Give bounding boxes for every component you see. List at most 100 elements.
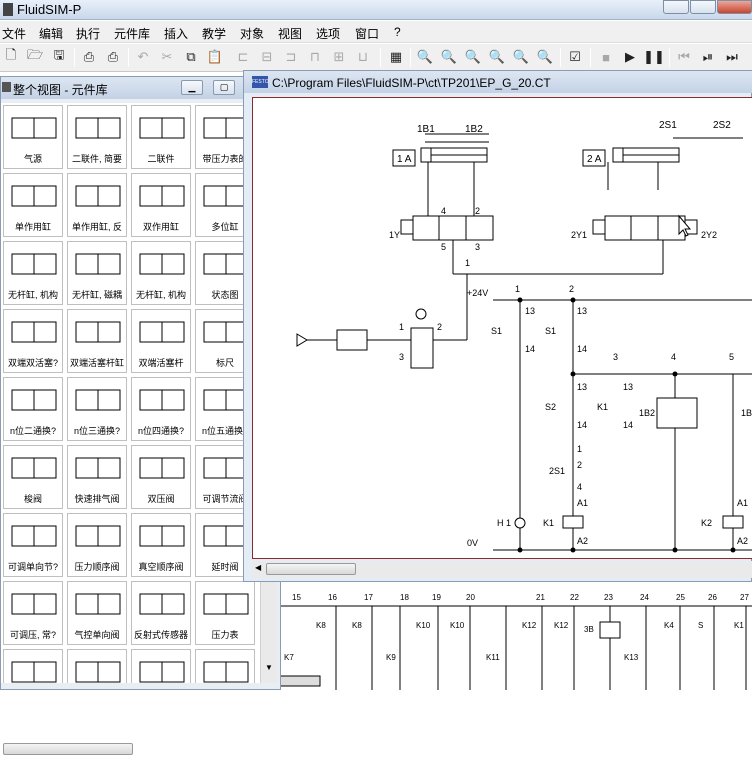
- bg-col-label: 26: [708, 593, 717, 602]
- library-item[interactable]: n位二通换?: [3, 377, 63, 441]
- circuit-horizontal-scrollbar[interactable]: ◀: [252, 561, 752, 578]
- bg-relay-label: K8: [316, 621, 326, 630]
- library-item[interactable]: 可调单向节?: [3, 513, 63, 577]
- library-item[interactable]: 双端活塞杆缸: [67, 309, 127, 373]
- print-icon[interactable]: ⎙: [107, 49, 119, 64]
- menu-teaching[interactable]: 教学: [202, 27, 227, 41]
- library-item[interactable]: 反射式传感器: [131, 581, 191, 645]
- zoom-out-icon[interactable]: 🔍: [536, 49, 554, 64]
- library-item-label: 状态图: [211, 290, 239, 300]
- library-item[interactable]: [3, 649, 63, 683]
- zoom-in-icon[interactable]: 🔍: [512, 49, 530, 64]
- library-maximize-button[interactable]: ▢: [213, 80, 235, 95]
- library-item[interactable]: 气控单向阀: [67, 581, 127, 645]
- align-center-icon[interactable]: ⊟: [261, 49, 273, 64]
- library-item[interactable]: 双压阀: [131, 445, 191, 509]
- pause-icon[interactable]: ❚❚: [643, 49, 665, 64]
- menu-file[interactable]: 文件: [2, 27, 27, 41]
- library-item-label: 压力表: [211, 630, 239, 640]
- library-item[interactable]: 单作用缸: [3, 173, 63, 237]
- menu-window[interactable]: 窗口: [355, 27, 380, 41]
- stop-icon[interactable]: ■: [602, 49, 610, 65]
- new-icon[interactable]: 🗋: [5, 47, 17, 62]
- forward-icon[interactable]: ⏭: [726, 49, 738, 64]
- library-item[interactable]: 无杆缸, 机构: [131, 241, 191, 305]
- menu-view[interactable]: 视图: [278, 27, 303, 41]
- circuit-scroll-thumb[interactable]: [266, 563, 356, 575]
- minimize-button[interactable]: [663, 0, 689, 14]
- library-item[interactable]: [67, 649, 127, 683]
- library-item[interactable]: [131, 649, 191, 683]
- label-a1: A1: [577, 498, 588, 508]
- library-item[interactable]: [195, 649, 255, 683]
- library-item[interactable]: 双端活塞杆: [131, 309, 191, 373]
- copy-icon[interactable]: ⧉: [186, 49, 196, 64]
- library-item[interactable]: n位四通换?: [131, 377, 191, 441]
- app-logo-icon: [3, 3, 13, 16]
- library-item[interactable]: 气源: [3, 105, 63, 169]
- menu-help[interactable]: ?: [394, 25, 401, 39]
- maximize-button[interactable]: [690, 0, 716, 14]
- label-col-1: 1: [515, 284, 520, 294]
- zoom-area-icon[interactable]: 🔍: [488, 49, 506, 64]
- bg-col-label: 25: [676, 593, 685, 602]
- cylinder-2a: [582, 137, 743, 190]
- preview-icon[interactable]: ⎙: [83, 49, 95, 64]
- check-valve-icon: [11, 457, 57, 479]
- undo-icon[interactable]: ↶: [137, 49, 149, 64]
- zoom-fit-icon[interactable]: 🔍: [416, 49, 434, 64]
- library-item[interactable]: 真空顺序阀: [131, 513, 191, 577]
- align-bottom-icon[interactable]: ⊔: [357, 49, 369, 64]
- scroll-down-icon[interactable]: ▼: [265, 663, 273, 672]
- library-item[interactable]: 压力表: [195, 581, 255, 645]
- library-item[interactable]: 梭阀: [3, 445, 63, 509]
- library-item[interactable]: 压力顺序阀: [67, 513, 127, 577]
- pressure-regulator-icon: [11, 593, 57, 615]
- bg-relay-label: S: [698, 621, 703, 630]
- library-item[interactable]: 双端双活塞?: [3, 309, 63, 373]
- circuit-title-bar[interactable]: FESTO C:\Program Files\FluidSIM-P\ct\TP2…: [244, 71, 752, 93]
- play-icon[interactable]: ▶: [625, 49, 635, 64]
- zoom-window-icon[interactable]: 🔍: [440, 49, 458, 64]
- menu-library[interactable]: 元件库: [114, 27, 151, 41]
- circuit-canvas[interactable]: 1 A 1B1 1B2 2 A 2S1 2S2: [252, 97, 752, 559]
- open-icon[interactable]: 🗁: [26, 47, 44, 62]
- align-top-icon[interactable]: ⊓: [309, 49, 321, 64]
- menu-options[interactable]: 选项: [316, 27, 341, 41]
- align-middle-icon[interactable]: ⊞: [333, 49, 345, 64]
- library-item[interactable]: 无杆缸, 磁耦: [67, 241, 127, 305]
- library-title-bar[interactable]: 整个视图 - 元件库 ▁ ▢ ✕: [1, 77, 280, 99]
- library-horizontal-scrollbar[interactable]: [1, 741, 283, 758]
- library-item-label: n位三通换?: [73, 426, 120, 436]
- library-item[interactable]: 无杆缸, 机构: [3, 241, 63, 305]
- library-item[interactable]: 双作用缸: [131, 173, 191, 237]
- align-right-icon[interactable]: ⊐: [285, 49, 297, 64]
- library-item-label: 标尺: [215, 358, 234, 368]
- library-item[interactable]: 二联件: [131, 105, 191, 169]
- zoom-page-icon[interactable]: 🔍: [464, 49, 482, 64]
- library-item[interactable]: 二联件, 简要: [67, 105, 127, 169]
- library-item[interactable]: 快速排气阀: [67, 445, 127, 509]
- library-item[interactable]: 单作用缸, 反: [67, 173, 127, 237]
- menu-insert[interactable]: 插入: [164, 27, 189, 41]
- bg-col-label: 24: [640, 593, 649, 602]
- check-icon[interactable]: ☑: [569, 49, 581, 64]
- close-button[interactable]: [717, 0, 752, 14]
- cut-icon[interactable]: ✂: [161, 49, 173, 64]
- menu-object[interactable]: 对象: [240, 27, 265, 41]
- save-icon[interactable]: 🖫: [53, 47, 65, 62]
- menu-edit[interactable]: 编辑: [39, 27, 64, 41]
- step-icon[interactable]: ⏯: [702, 49, 714, 64]
- rewind-icon[interactable]: ⏮: [678, 49, 690, 64]
- library-item[interactable]: 可调压, 常?: [3, 581, 63, 645]
- menu-execute[interactable]: 执行: [76, 27, 101, 41]
- library-item[interactable]: n位三通换?: [67, 377, 127, 441]
- paste-icon[interactable]: 📋: [206, 49, 224, 64]
- library-minimize-button[interactable]: ▁: [181, 80, 203, 95]
- align-left-icon[interactable]: ⊏: [237, 49, 249, 64]
- single-acting-cylinder-reverse-icon: [75, 185, 121, 207]
- scroll-left-icon[interactable]: ◀: [255, 563, 262, 572]
- library-hscroll-thumb[interactable]: [3, 743, 133, 755]
- grid-icon[interactable]: ▦: [389, 49, 403, 64]
